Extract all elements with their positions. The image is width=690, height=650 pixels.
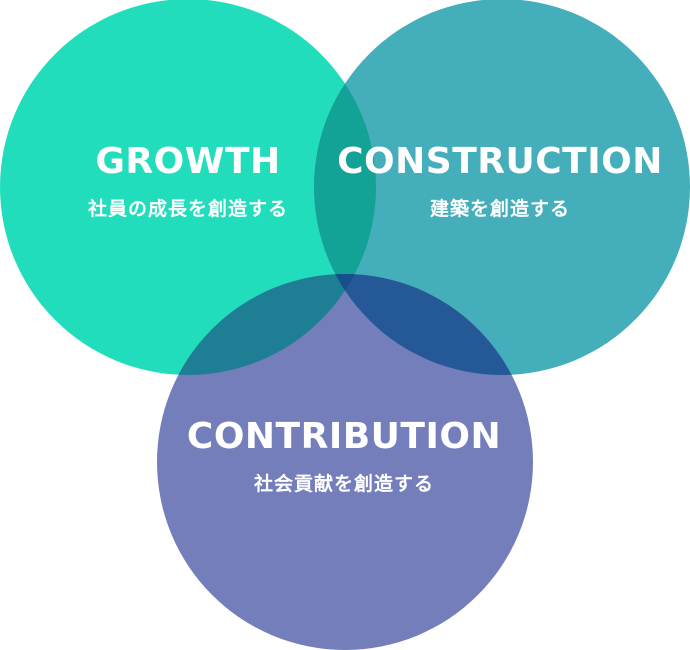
growth-label: GROWTH 社員の成長を創造する: [0, 140, 378, 222]
contribution-title: CONTRIBUTION: [186, 416, 502, 457]
growth-circle: [0, 0, 376, 375]
contribution-circle: [157, 274, 533, 650]
construction-subtitle: 建築を創造する: [429, 198, 570, 220]
construction-title: CONSTRUCTION: [337, 141, 663, 182]
contribution-label: CONTRIBUTION 社会貢献を創造する: [154, 415, 534, 497]
contribution-subtitle: 社会貢献を創造する: [253, 473, 434, 495]
construction-label: CONSTRUCTION 建築を創造する: [310, 140, 690, 222]
construction-circle: [314, 0, 690, 375]
growth-subtitle: 社員の成長を創造する: [87, 198, 288, 220]
growth-title: GROWTH: [95, 141, 281, 182]
